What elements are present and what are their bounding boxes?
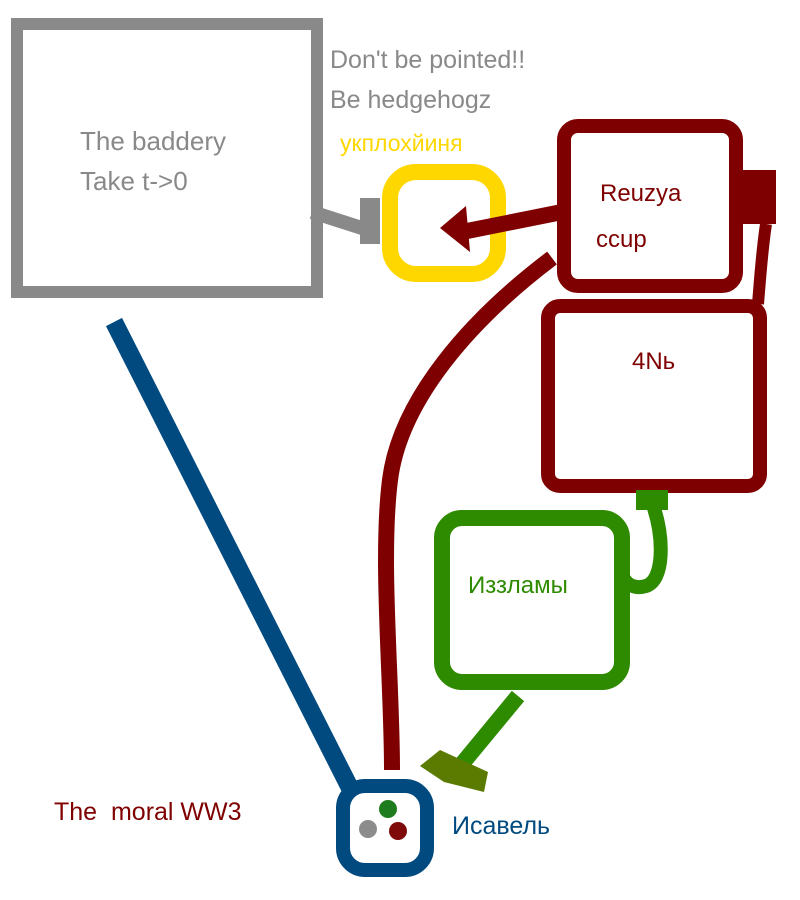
arrow-head-red [440,206,470,252]
izzlamy-box [434,510,630,690]
red-curve-to-isavel [378,251,557,771]
dot-green [379,800,397,818]
reuzya-to-ukplokh-arrow [454,204,570,240]
hedgehog-note-line1: Don't be pointed!! [330,46,526,74]
baddery-connector [309,205,371,237]
baddery-connector-cap [360,198,380,244]
izzlamy-label: Иззламы [468,572,568,599]
blue-line [105,317,361,797]
isavel-box [336,779,434,877]
reuzya-line1: Reuzya [600,180,682,207]
moral-label: The moral WW3 [54,798,242,826]
reuzya-box [557,119,743,293]
baddery-box [11,18,323,298]
baddery-line2: Take t->0 [80,166,188,196]
hedgehog-note-line2: Be hedgehogz [330,86,492,114]
baddery-line1: The baddery [80,126,226,156]
arrow-head-olive [420,750,488,792]
reuzya-4nb-connector [752,223,772,305]
fournb-box [541,299,767,493]
fournb-green-cap [636,490,668,510]
isavel-label: Исавель [452,812,551,840]
dot-gray [359,820,377,838]
reuzya-line2: ccup [596,226,647,253]
fournb-label: 4Nь [632,348,676,375]
reuzya-side-cap [742,170,776,224]
ukplokh-label: укплохйиня [340,130,463,156]
dot-red [389,822,407,840]
